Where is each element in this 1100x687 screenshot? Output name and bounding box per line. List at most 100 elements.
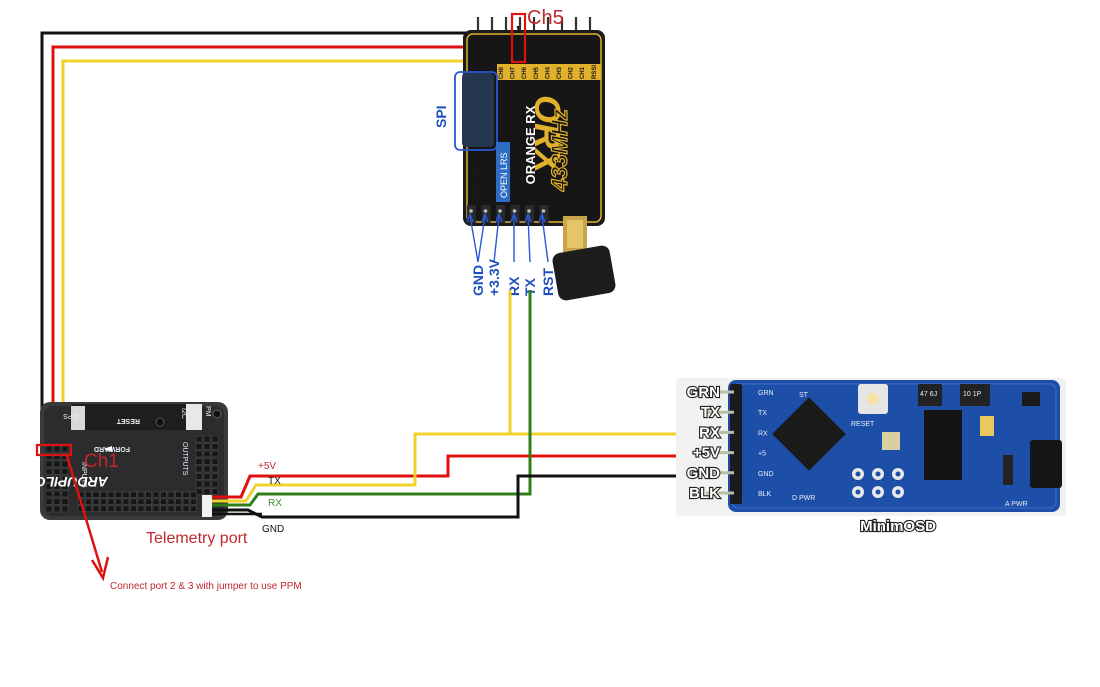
bottom-pin [130,505,137,512]
output-pin [203,465,211,473]
bottom-pin [175,505,182,512]
serial-pin-dot [541,209,546,213]
wire-black-gnd [212,474,680,519]
rx-serial-pins [467,205,549,223]
serial-pin [510,205,520,223]
pin-arrow [466,212,479,263]
bottom-pin [190,491,197,498]
bottom-pin [130,491,137,498]
input-pin [45,445,53,453]
serial-pin-dot [498,209,502,213]
pin-arrow [493,212,503,263]
rx-serial-label: SERIAL PORT [477,161,483,202]
input-pin [53,483,61,490]
bottom-pin [122,491,130,498]
ch1-label: Ch1 [84,451,119,472]
input-pin [61,498,69,505]
apm-outputs-header [195,435,219,495]
bottom-pin [85,491,92,498]
bottom-pin [107,505,115,512]
input-pin [61,490,69,498]
osd-left-header [730,384,742,504]
bottom-pin [115,491,122,498]
osd-st-label: ST [799,392,809,399]
apm-inputs-label: INPUTS [80,462,87,488]
bottom-pin [160,491,167,498]
osd-silk-gnd: GND [758,471,774,478]
apm-inputs-header [45,445,69,513]
rx-logo: ORX [527,95,568,175]
osd-reset-label: RESET [851,421,875,428]
output-pin [195,435,203,443]
output-pin [211,458,219,465]
bottom-pin [175,491,182,498]
serial-pin-label-rst: RST [540,268,556,296]
channel-label: CH5 [534,66,540,79]
input-pin [61,460,69,468]
osd-pin-label-gnd: GND [687,465,721,482]
input-pin [53,505,61,513]
osd-pwr-left: D PWR [792,495,815,502]
bottom-pin [167,491,175,498]
bottom-pin [152,491,160,498]
input-pin [53,475,61,483]
apm-i2c-label: I2C [180,408,187,419]
output-pin [203,458,211,465]
apm-gps-label: GPS [63,412,78,419]
rx-frequency: 433MHz [547,109,572,192]
bottom-pin [167,505,175,512]
bottom-pin [152,498,160,505]
bottom-pin [137,491,145,498]
osd-silk-tx: TX [758,410,767,417]
bottom-pin [145,491,152,498]
output-pin [211,465,219,473]
output-pin [195,443,203,450]
osd-through-holes [852,468,904,498]
serial-pin-label-gnd: GND [470,265,486,296]
osd-pin-label-tx: TX [701,404,720,421]
wire-black-ch5-ch1 [40,25,522,450]
bottom-pin [107,491,115,498]
bottom-pin [182,491,190,498]
output-pin [211,450,219,458]
bottom-pin [182,505,190,512]
rx-firmware: OPEN LRS [499,152,509,198]
telemetry-pin-5v: +5V [258,461,276,472]
rx-antenna [552,216,616,301]
bottom-pin [130,498,137,505]
input-pin [53,490,61,498]
ppm-wires [40,25,522,450]
bottom-pin [137,505,145,512]
wire-green-rx [212,290,532,507]
apm-pm-label: PM [204,406,211,417]
serial-pin-label-rx: RX [506,276,522,296]
input-pin [45,475,53,483]
osd-silk-5v: +5 [758,451,766,458]
apm-outputs-label: OUTPUTS [181,442,188,476]
bottom-pin [160,505,167,512]
output-pin [203,435,211,443]
serial-pin [525,205,534,223]
telemetry-wires [212,290,680,519]
output-pin [211,473,219,480]
bottom-pin [85,505,92,512]
bottom-pin [92,491,100,498]
output-pin [195,450,203,458]
input-pin [53,453,61,460]
ch5-label: Ch5 [527,7,564,29]
serial-pin-dot [483,209,488,213]
pin-arrow [538,212,549,263]
telemetry-port-label: Telemetry port [146,530,248,547]
ch1-callout-box [35,443,73,457]
bottom-pin [122,505,130,512]
channel-label: RSSI [592,65,598,79]
osd-name: MinimOSD [860,518,936,535]
osd-silk-rx: RX [758,430,768,437]
serial-pin-label-tx: TX [522,277,538,296]
wire-yellow-ch5-ch1 [61,50,520,450]
osd-silk-blk: BLK [758,491,772,498]
